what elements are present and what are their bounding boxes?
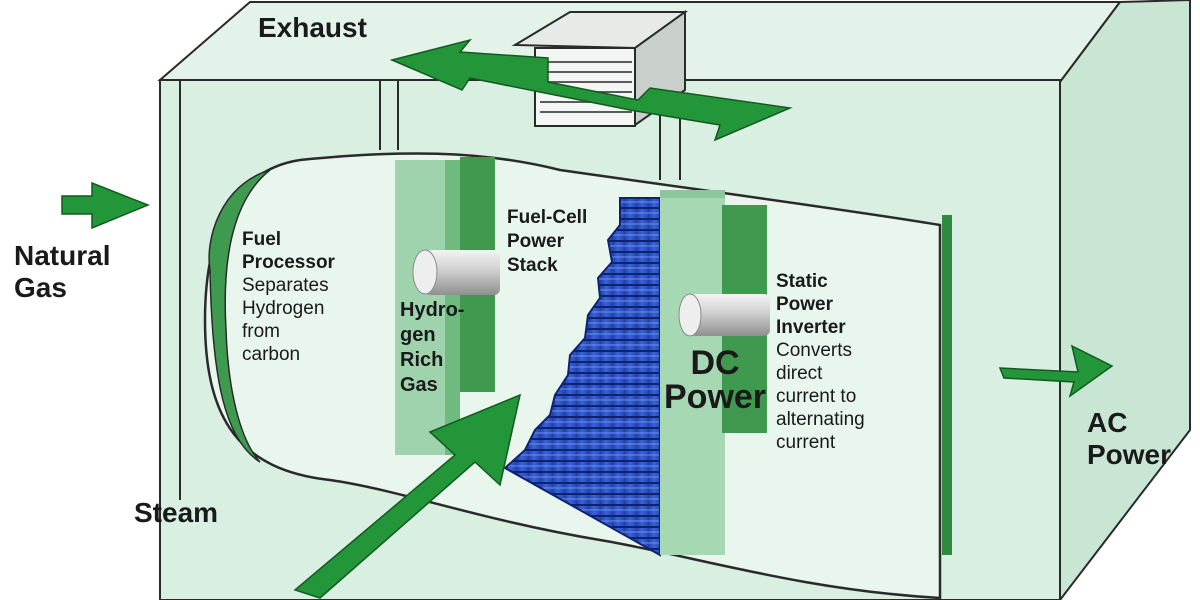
power-pipe <box>678 293 770 337</box>
exhaust-arrow <box>389 38 793 142</box>
fuel-cell-stack-label: Fuel-Cell Power Stack <box>507 206 587 278</box>
exhaust-vent <box>511 10 689 127</box>
natural-gas-arrow <box>61 181 151 230</box>
fuel-cell-stack-title: Fuel-Cell Power Stack <box>507 207 588 276</box>
inverter-description: Converts direct current to alternating c… <box>776 340 865 453</box>
fuel-cell-stack <box>503 197 661 557</box>
hydrogen-flow-arrow <box>293 393 522 599</box>
hydrogen-rich-gas-text: Hydro- gen Rich Gas <box>400 299 465 396</box>
fuel-processor-text: Fuel Processor Separates Hydrogen from c… <box>242 228 335 366</box>
hydrogen-rich-gas-label: Hydro- gen Rich Gas <box>400 298 464 398</box>
natural-gas-label: Natural Gas <box>14 240 111 303</box>
ac-power-arrow <box>998 344 1114 398</box>
hydrogen-pipe <box>412 249 500 295</box>
fuel-processor-title: Fuel Processor <box>242 229 335 273</box>
ac-power-label: AC Power <box>1087 407 1172 470</box>
exhaust-label: Exhaust <box>258 12 367 43</box>
steam-label: Steam <box>134 497 219 528</box>
dc-power-label: DC Power <box>664 344 767 416</box>
inverter-title: Static Power Inverter <box>776 271 846 338</box>
housing-right-side <box>1059 0 1191 600</box>
fuel-processor-description: Separates Hydrogen from carbon <box>242 275 329 365</box>
inverter-text: Static Power Inverter Converts direct cu… <box>776 270 865 454</box>
